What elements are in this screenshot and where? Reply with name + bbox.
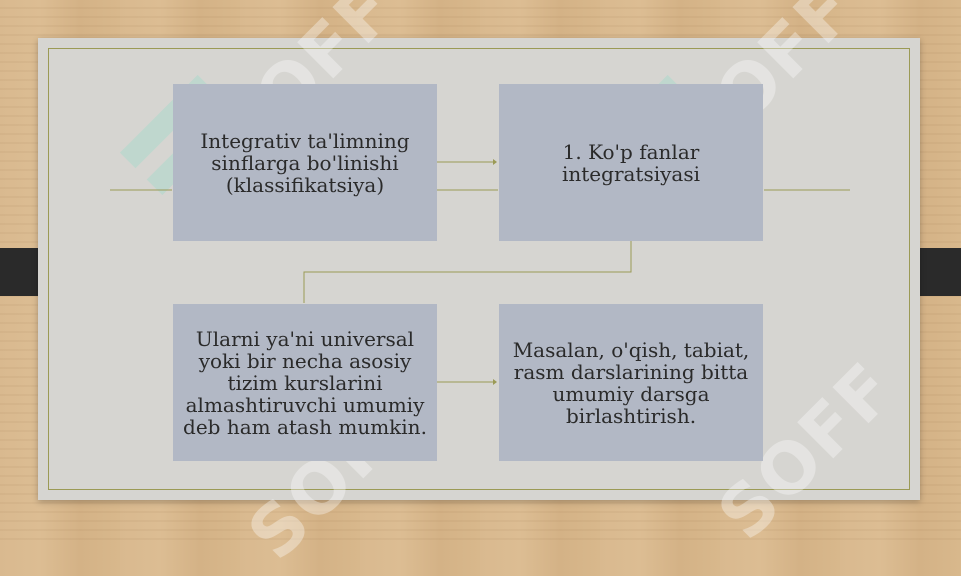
box-multi-subject: 1. Ko'p fanlar integratsiyasi: [499, 84, 763, 241]
box-universal-courses-text: Ularni ya'ni universal yoki bir necha as…: [183, 326, 427, 439]
connector-lines: [110, 159, 850, 385]
box-example-text: Masalan, o'qish, tabiat, rasm darslarini…: [512, 337, 750, 428]
box-multi-subject-text: 1. Ko'p fanlar integratsiyasi: [561, 139, 701, 186]
box-example: Masalan, o'qish, tabiat, rasm darslarini…: [499, 304, 763, 461]
box-classification-text: Integrativ ta'limning sinflarga bo'linis…: [200, 128, 410, 197]
top-arrow-head: [493, 159, 497, 165]
board-frame: [48, 48, 910, 490]
elbow-connector: [303, 241, 632, 303]
bottom-arrow-head: [493, 379, 497, 385]
box-universal-courses: Ularni ya'ni universal yoki bir necha as…: [173, 304, 437, 461]
box-classification: Integrativ ta'limning sinflarga bo'linis…: [173, 84, 437, 241]
